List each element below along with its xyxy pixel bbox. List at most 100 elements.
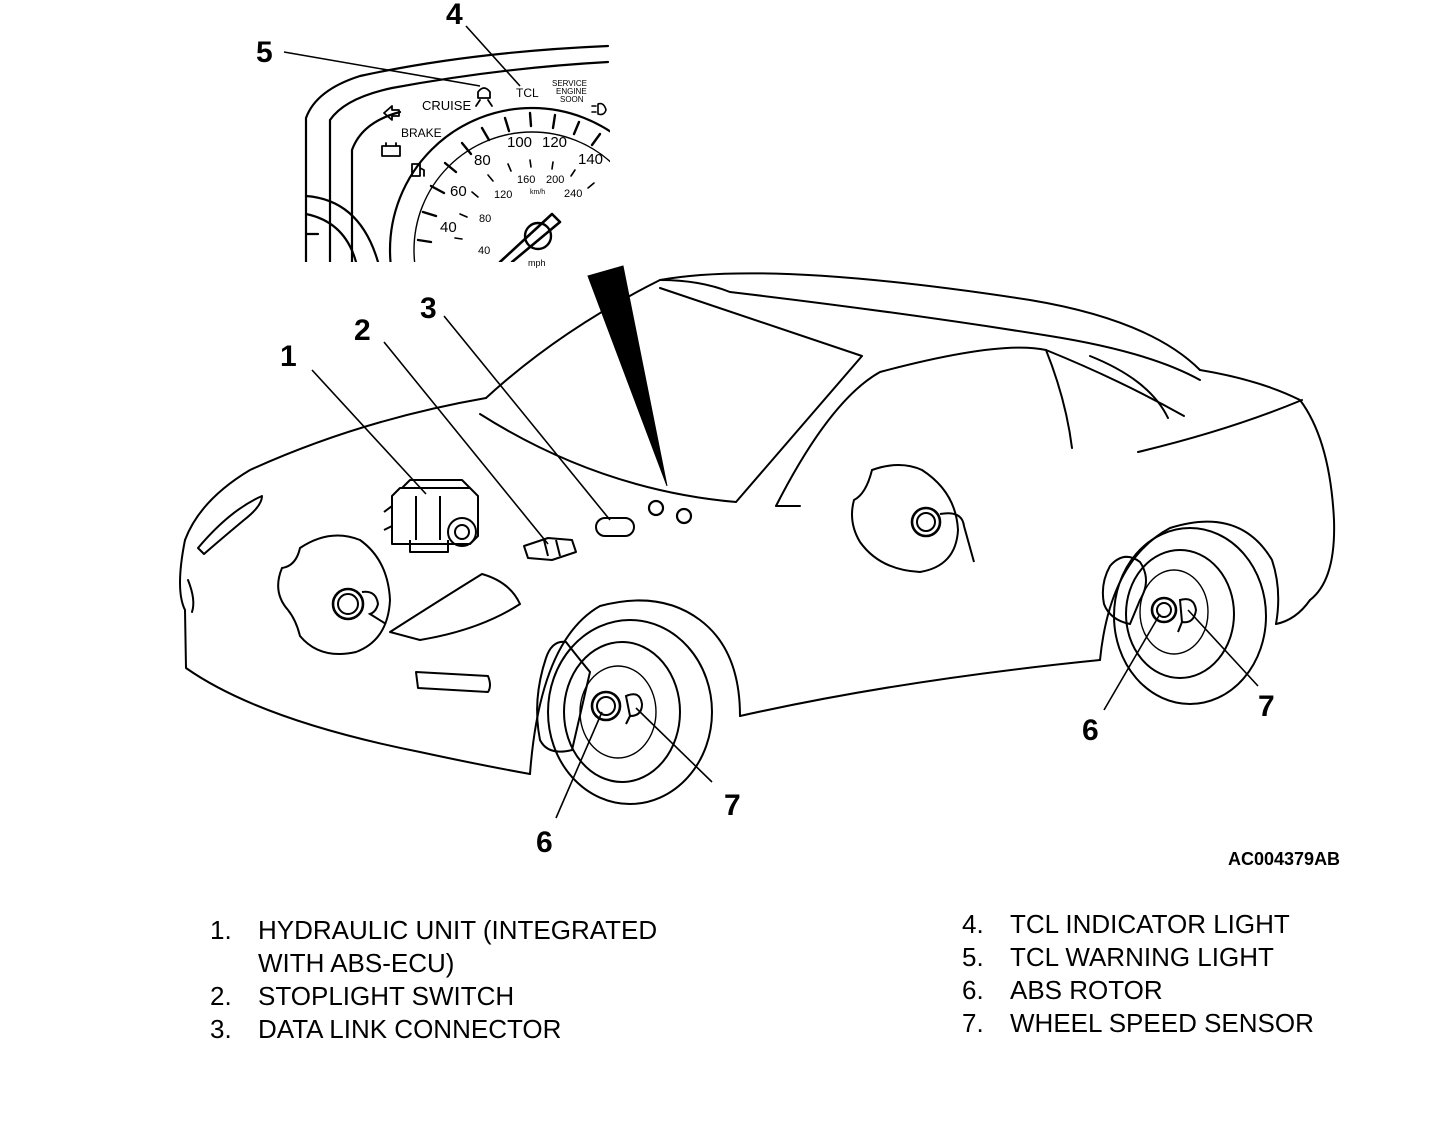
body-sill [739,659,1101,717]
rear-abs-rotor [1150,596,1178,624]
mph-tick-label-100: 100 [507,134,532,151]
leader-5 [283,51,481,87]
cruise-label: CRUISE [422,98,471,113]
battery-icon [381,145,401,157]
rear-deck [1199,369,1336,601]
legend-item: 3. DATA LINK CONNECTOR [210,1013,770,1046]
legend-number: 4. [962,909,984,939]
rear-wheel [1101,527,1267,705]
legend-text: HYDRAULIC UNIT (INTEGRATED WITH ABS-ECU) [258,915,658,978]
legend-number: 3. [210,1014,232,1044]
legend-text: TCL WARNING LIGHT [1010,942,1274,972]
engine-label: ENGINE [556,87,587,96]
inset-pointer-wedge [587,265,668,487]
stoplight-switch [523,537,577,561]
leader-1 [311,369,427,495]
tcl-indicator-label: TCL [516,86,539,100]
rear-right-brake-cutaway [851,464,975,574]
windshield-lower [479,413,737,503]
mph-tick-label-120: 120 [542,134,567,151]
legend-number: 7. [962,1008,984,1038]
headlight-icon [591,102,607,116]
rear-wheel-speed-sensor [1177,598,1198,633]
data-link-connector [595,517,635,537]
legend-item: 6. ABS ROTOR [962,974,1442,1007]
mph-tick-label-140: 140 [578,151,603,168]
vehicle-outline [179,272,1336,775]
callout-numbers: 1 2 3 4 5 6 7 6 7 [256,0,1275,859]
c-pillar-line [1045,349,1073,449]
kmh-tick-label-40: 40 [478,245,490,257]
leader-6-rear [1103,613,1161,711]
brake-label: BRAKE [401,126,442,140]
soon-label: SOON [560,95,584,104]
leader-lines [283,25,1259,819]
rear-wheel-cutaway [1101,555,1147,626]
legend-text: ABS ROTOR [1010,975,1163,1005]
figure-reference-code: AC004379AB [1228,849,1341,869]
kmh-tick-label-200: 200 [546,174,564,186]
cluster-housing-inner [328,60,610,262]
mph-tick-label-40: 40 [440,219,457,236]
rear-bumper [1275,599,1311,625]
legend-item: 7. WHEEL SPEED SENSOR [962,1007,1442,1040]
cluster-left-arc-2 [304,212,358,262]
kmh-ticks [454,159,595,240]
cluster-face-edge [350,110,402,262]
kmh-tick-label-240: 240 [564,188,582,200]
front-wheel [536,619,713,805]
leader-6-front [555,711,603,819]
leader-4 [465,25,521,87]
kmh-unit-label: km/h [530,189,545,196]
front-wheel-arch [529,599,741,775]
a-pillar [659,287,863,503]
rear-spoiler [1137,399,1303,453]
gauge-labels: CRUISE BRAKE TCL SERVICE ENGINE SOON 40 … [401,79,603,268]
legend-number: 2. [210,981,232,1011]
kmh-tick-label-120: 120 [494,189,512,201]
windshield-upper [485,272,1201,399]
front-wheel-speed-sensor [624,693,644,725]
kmh-tick-label-160: 160 [517,174,535,186]
callout-3: 3 [420,292,437,325]
legend-text: TCL INDICATOR LIGHT [1010,909,1290,939]
rear-window [1089,355,1169,419]
leader-7-front [635,707,713,783]
rear-wheel-arch [1099,520,1280,661]
instrument-cluster-inset: CRUISE BRAKE TCL SERVICE ENGINE SOON 40 … [304,44,610,268]
legend-right: 4. TCL INDICATOR LIGHT 5. TCL WARNING LI… [962,908,1442,1040]
side-window [775,346,1185,507]
legend-item: 4. TCL INDICATOR LIGHT [962,908,1442,941]
callout-5: 5 [256,36,273,69]
hood-line [184,397,487,541]
turn-signal-icon [383,105,400,121]
callout-2: 2 [354,314,371,347]
headlamp [197,495,263,555]
callout-7-rear: 7 [1258,690,1275,723]
tcl-warning-icon [475,87,493,107]
front-left-brake-cutaway [277,534,392,655]
dash-indicator-lights [647,499,693,525]
speedometer-outer-ring [388,106,610,262]
front-abs-rotor [590,690,622,722]
callout-4: 4 [446,0,463,31]
legend-item: 2. STOPLIGHT SWITCH [210,980,770,1013]
leader-3 [443,315,611,521]
front-grille-line [187,579,195,613]
speedometer-inner-ring [413,131,610,262]
front-bumper-opening [389,573,521,641]
hydraulic-unit [383,479,479,553]
needle-hub [523,221,553,251]
legend-item: 5. TCL WARNING LIGHT [962,941,1442,974]
fuel-icon [411,163,425,177]
leader-7-rear [1187,609,1259,687]
leader-2 [383,341,549,545]
kmh-tick-label-80: 80 [479,213,491,225]
roof-line [659,279,1201,381]
callout-6-front: 6 [536,826,553,859]
legend-text: STOPLIGHT SWITCH [258,981,515,1011]
legend-text: WHEEL SPEED SENSOR [1010,1008,1314,1038]
callout-7-front: 7 [724,789,741,822]
legend-number: 5. [962,942,984,972]
